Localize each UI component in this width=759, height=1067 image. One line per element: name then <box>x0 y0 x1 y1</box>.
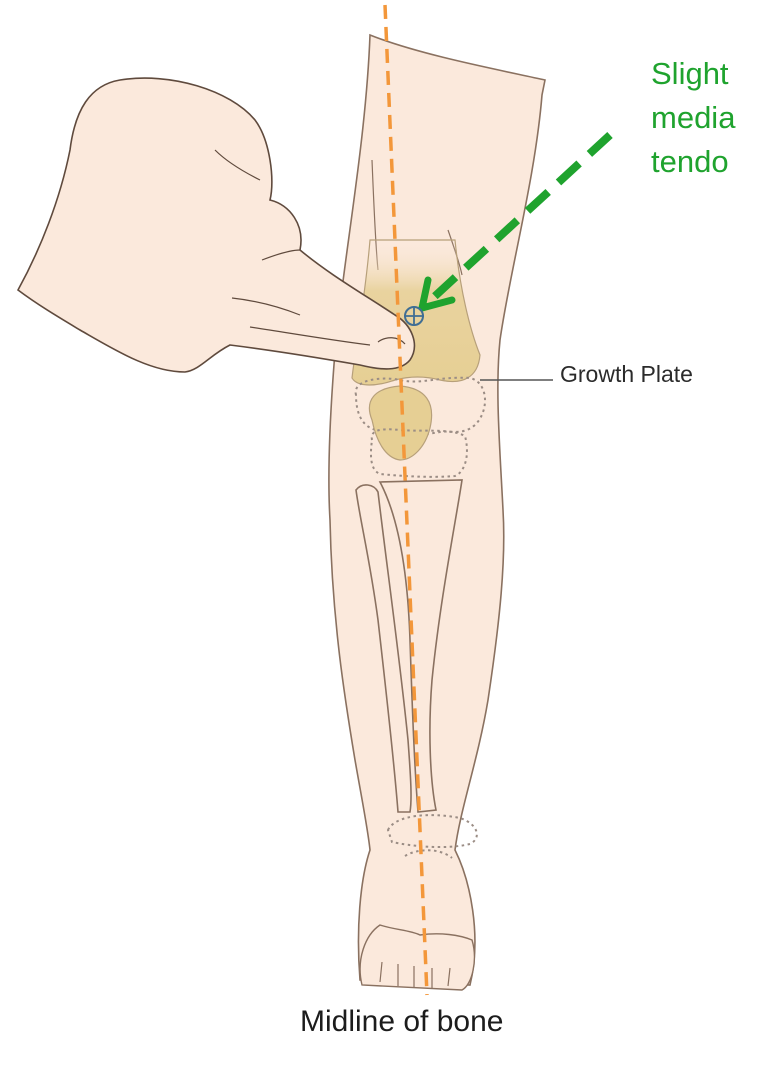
annotation-line-2: media <box>651 96 735 140</box>
annotation-line-1: Slight <box>651 52 735 96</box>
annotation-line-3: tendo <box>651 140 735 184</box>
annotation-text: Slight media tendo <box>651 52 735 184</box>
growth-plate-label: Growth Plate <box>560 361 693 388</box>
caption: Midline of bone <box>300 1005 503 1039</box>
crosshair-icon <box>404 306 424 326</box>
